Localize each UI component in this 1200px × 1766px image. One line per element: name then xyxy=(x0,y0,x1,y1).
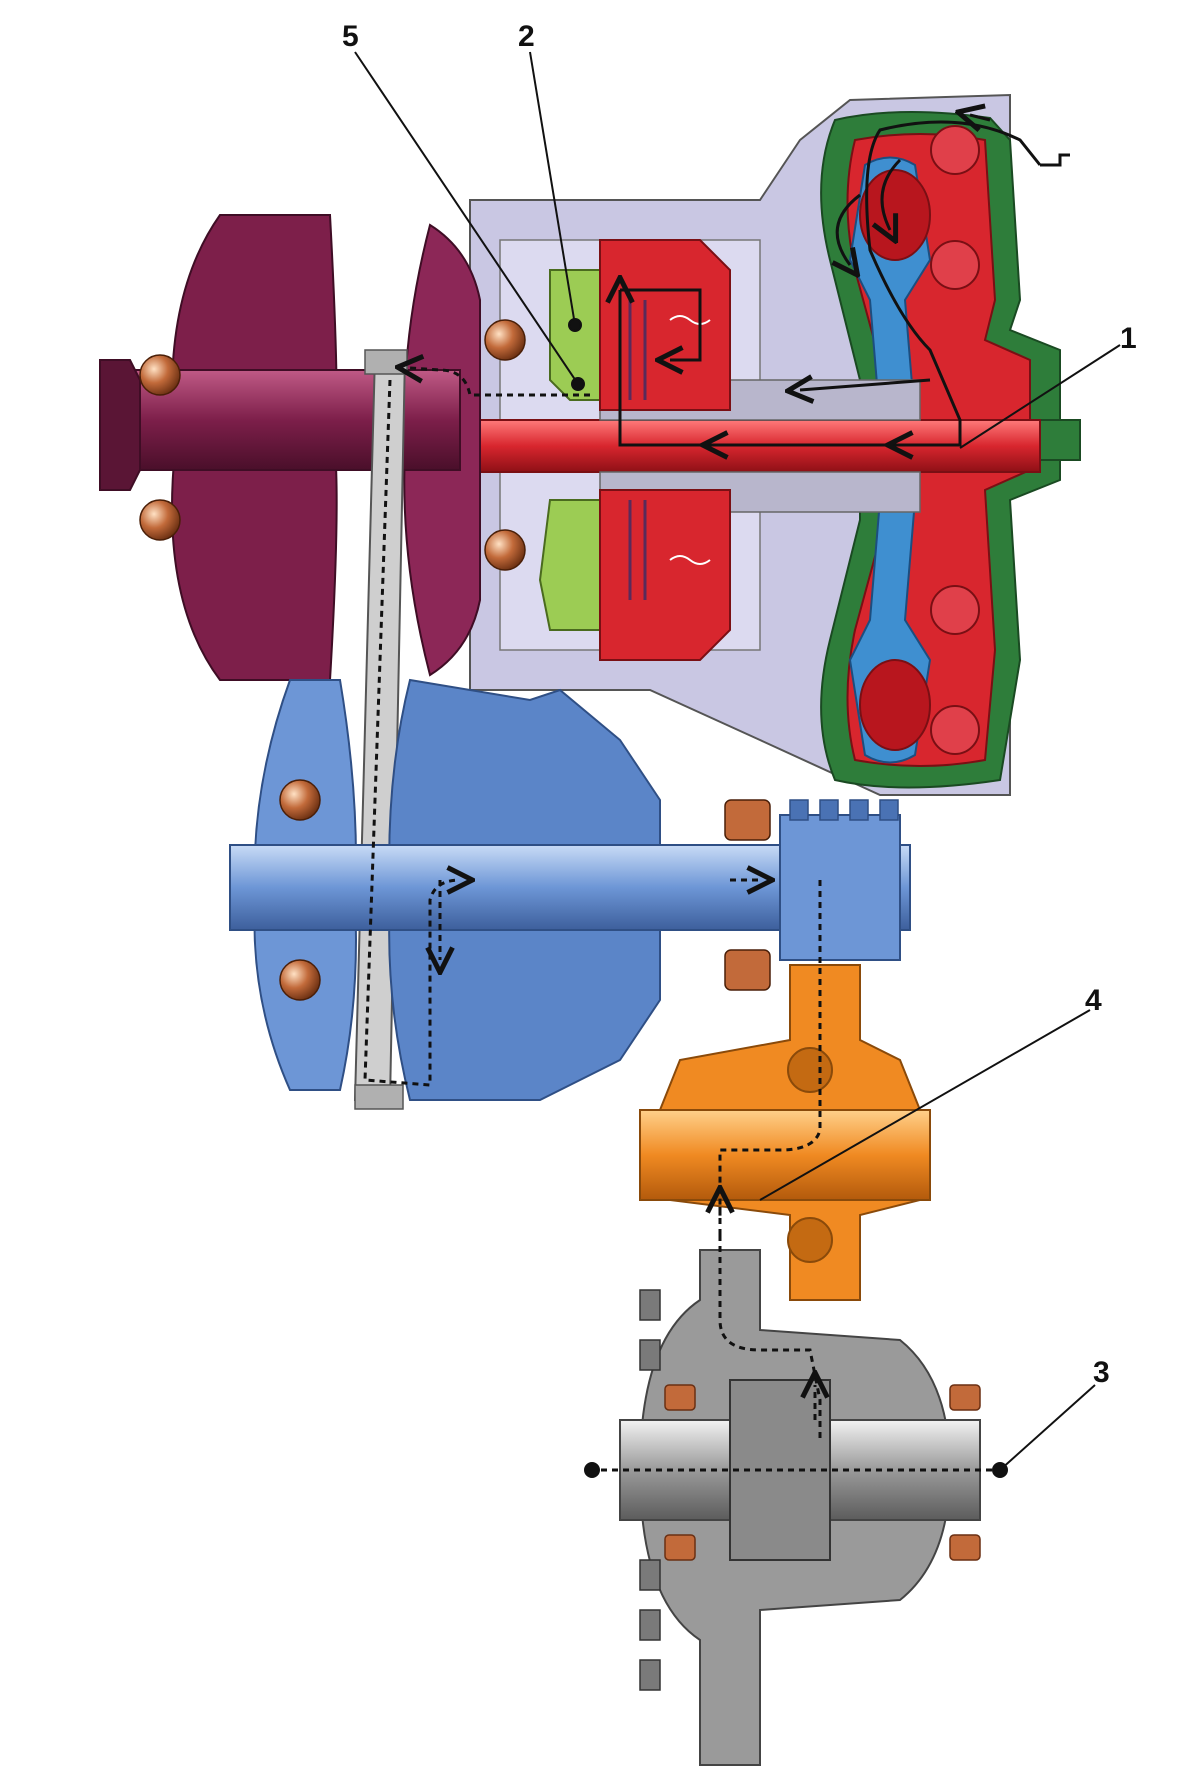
leader-line-2 xyxy=(529,51,576,326)
callout-1: 1 xyxy=(1120,322,1137,355)
intermediate-gear xyxy=(639,964,931,1301)
converter-flow-path xyxy=(620,115,1070,445)
leader-line-5 xyxy=(354,51,579,385)
forward-clutch xyxy=(538,239,731,661)
callout-2: 2 xyxy=(518,20,535,53)
leader-dot-3-left xyxy=(584,1462,600,1478)
leader-line-1 xyxy=(959,344,1121,449)
leader-line-4 xyxy=(759,1009,1091,1201)
callout-labels: 1 2 3 4 5 xyxy=(342,20,1137,1389)
output-flow-path xyxy=(363,368,1000,1472)
callout-4: 4 xyxy=(1085,984,1102,1017)
leader-dot-2 xyxy=(568,318,582,332)
driven-pulley xyxy=(229,678,911,1101)
leader-dot-5 xyxy=(571,377,585,391)
leader-line-3 xyxy=(999,1384,1096,1471)
leader-dot-3-right xyxy=(992,1462,1008,1478)
callout-3: 3 xyxy=(1093,1356,1110,1389)
callout-lines xyxy=(354,51,1121,1478)
ball-bearing-icon xyxy=(139,319,771,1001)
drive-pulley xyxy=(99,214,481,681)
differential xyxy=(619,1249,981,1766)
callout-5: 5 xyxy=(342,20,359,53)
